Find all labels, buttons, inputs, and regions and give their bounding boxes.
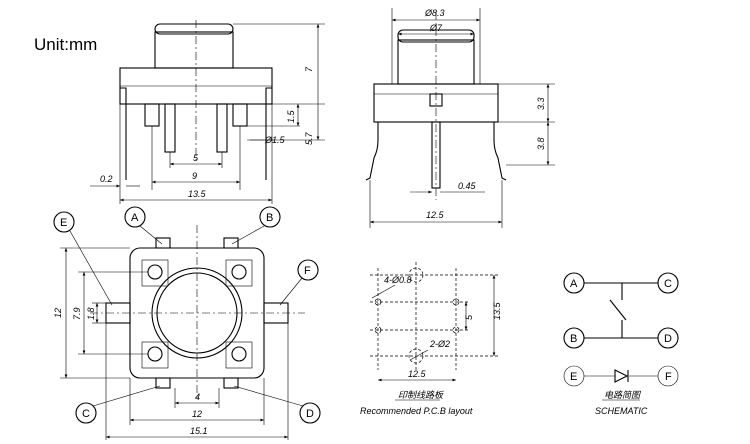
dim-hole-mount: 4-Ø0.8 <box>384 275 412 285</box>
callout-b <box>259 206 281 228</box>
dim-pin-pitch: 9 <box>192 171 197 181</box>
front-view: Ø8.3 Ø7 3.3 3.8 0.45 12.5 <box>365 8 555 228</box>
led-diode-icon <box>614 369 629 383</box>
label-f: F <box>304 265 311 277</box>
dim-pin-dia: Ø1.5 <box>264 135 286 145</box>
dim-height-total: 7 <box>304 66 314 72</box>
side-view: 7 1.5 5.7 Ø1.5 5 9 13.5 0.2 <box>90 20 325 204</box>
schematic: A C B D E F 电路简图 SCHEMATIC <box>563 272 679 416</box>
sch-label-f: F <box>665 371 672 383</box>
actuator-cap-top <box>154 23 234 35</box>
schematic-caption-cn: 电路简图 <box>604 390 642 400</box>
sch-label-d: D <box>664 333 672 345</box>
pcb-caption-en: Recommended P.C.B layout <box>360 406 473 416</box>
sch-label-b: B <box>570 333 577 345</box>
dim-pin-pitch-inner: 5 <box>193 153 199 163</box>
label-b: B <box>266 212 273 224</box>
dim-width: 12.5 <box>426 210 445 220</box>
callout-f <box>297 259 319 281</box>
label-c: C <box>82 408 90 420</box>
actuator-cap <box>154 31 234 69</box>
dim-pitch-v: 13.5 <box>492 301 502 320</box>
dim-pitch-v-inner: 5 <box>464 314 474 320</box>
callout-a <box>124 206 146 228</box>
label-a: A <box>131 212 139 224</box>
dim-cap-outer: Ø8.3 <box>424 8 445 18</box>
dim-pin-pitch: 4 <box>195 392 200 402</box>
dim-pin-thick: 0.45 <box>458 181 477 191</box>
pcb-caption-cn: 印制线路板 <box>398 390 445 400</box>
unit-label: Unit:mm <box>34 35 97 54</box>
dim-h-lower: 3.8 <box>536 137 546 150</box>
dim-overall: 15.1 <box>190 426 208 436</box>
callout-e <box>53 211 75 233</box>
dim-pitch-h: 12.5 <box>408 369 427 379</box>
label-d: D <box>306 408 314 420</box>
dim-hole-pin: 2-Ø2 <box>429 339 450 349</box>
sch-label-a: A <box>570 278 578 290</box>
callout-c <box>75 402 97 424</box>
dim-height: 12 <box>53 308 63 318</box>
dim-width: 13.5 <box>188 189 207 199</box>
pcb-layout: 13.5 5 12.5 4-Ø0.8 2-Ø2 印制线路板 Recommende… <box>360 262 502 416</box>
label-e: E <box>60 217 67 229</box>
callout-d <box>299 402 321 424</box>
top-view: A B E F C D 12 7.9 1.8 4 <box>53 206 321 440</box>
sch-label-c: C <box>664 278 672 290</box>
dim-height-body: 5.7 <box>304 131 314 145</box>
dim-height-lower: 1.5 <box>286 109 296 123</box>
schematic-caption-en: SCHEMATIC <box>595 406 648 416</box>
dim-body: 12 <box>192 409 202 419</box>
sch-label-e: E <box>570 371 577 383</box>
dim-inner-height: 7.9 <box>72 307 82 320</box>
dim-cap-inner: Ø7 <box>429 23 443 33</box>
dim-h-upper: 3.3 <box>536 97 546 110</box>
dim-tab-height: 1.8 <box>86 307 96 320</box>
dim-offset: 0.2 <box>100 174 113 184</box>
